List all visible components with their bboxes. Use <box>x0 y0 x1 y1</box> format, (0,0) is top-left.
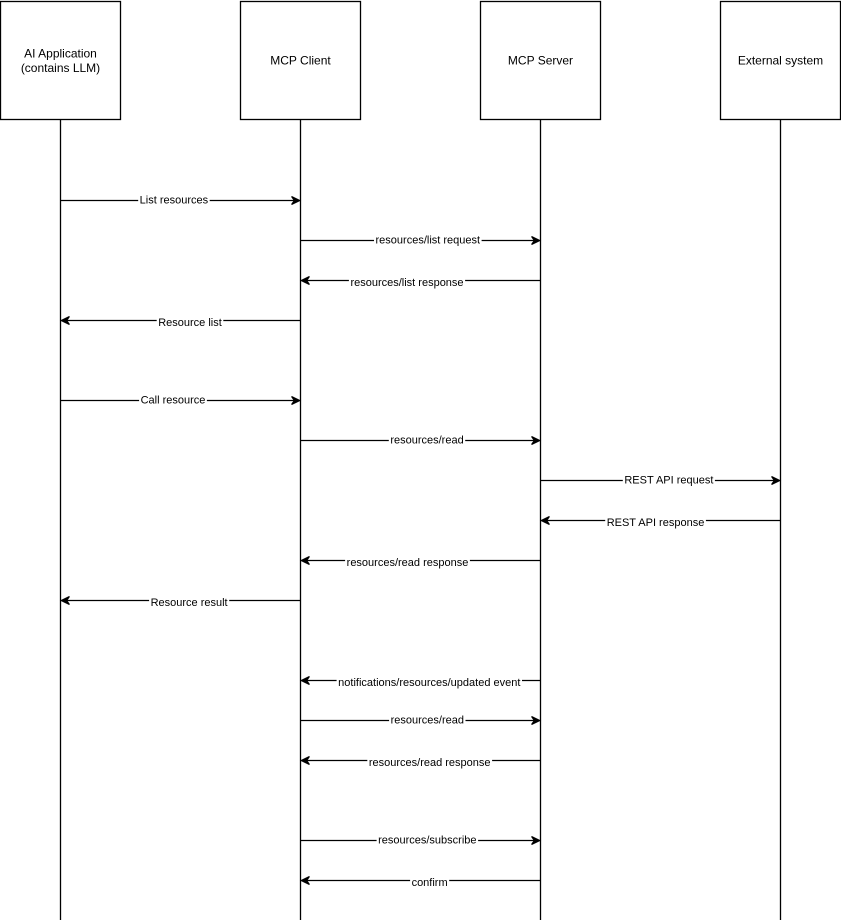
svg-text:Resource list: Resource list <box>158 317 222 329</box>
svg-text:notifications/resources/update: notifications/resources/updated event <box>338 677 520 689</box>
svg-text:AI Application: AI Application <box>24 47 97 61</box>
svg-text:REST API response: REST API response <box>607 517 705 529</box>
svg-text:resources/read: resources/read <box>390 434 463 446</box>
svg-text:resources/read response: resources/read response <box>369 757 491 769</box>
svg-text:MCP Server: MCP Server <box>508 53 573 67</box>
svg-text:resources/subscribe: resources/subscribe <box>378 834 476 846</box>
svg-text:Resource result: Resource result <box>151 597 228 609</box>
svg-text:resources/list response: resources/list response <box>350 277 463 289</box>
svg-text:MCP Client: MCP Client <box>270 53 331 67</box>
svg-text:REST API request: REST API request <box>624 474 713 486</box>
svg-text:resources/read: resources/read <box>391 714 464 726</box>
svg-text:resources/list request: resources/list request <box>376 234 481 246</box>
svg-text:(contains LLM): (contains LLM) <box>21 61 100 75</box>
svg-text:confirm: confirm <box>412 877 448 889</box>
svg-text:Call resource: Call resource <box>141 394 206 406</box>
svg-text:resources/read response: resources/read response <box>347 557 469 569</box>
svg-text:List resources: List resources <box>140 194 209 206</box>
svg-text:External system: External system <box>738 53 823 67</box>
